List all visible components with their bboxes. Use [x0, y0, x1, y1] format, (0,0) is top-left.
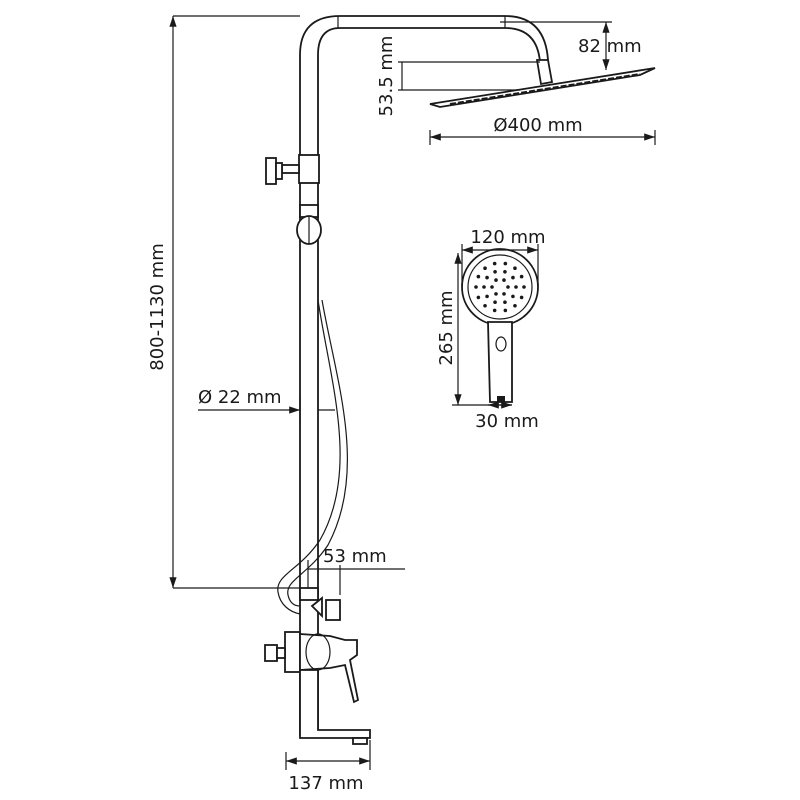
- nozzle-dot: [503, 300, 507, 305]
- nozzle-dot: [492, 261, 497, 266]
- nozzle-dot: [519, 295, 524, 300]
- nozzle-dot: [476, 274, 481, 279]
- nozzle-dot: [483, 303, 487, 308]
- dimension-lines: [169, 15, 656, 770]
- nozzle-dot: [485, 294, 489, 299]
- rain-shower-head: [429, 59, 656, 108]
- nozzle-dot: [506, 285, 510, 289]
- nozzle-dot: [511, 275, 515, 280]
- nozzle-dot: [514, 285, 518, 289]
- nozzle-dot: [513, 303, 517, 308]
- nozzle-dot: [503, 261, 508, 266]
- mixer-lever: [299, 633, 360, 704]
- nozzle-dot: [519, 274, 524, 279]
- total-height-label: 800-1130 mm: [147, 243, 168, 370]
- hand-shower: [461, 248, 539, 403]
- arm-drop-label: 82 mm: [578, 36, 642, 57]
- pipe-diameter-label: Ø 22 mm: [198, 387, 282, 408]
- nozzle-dot: [493, 300, 497, 305]
- hand-shower-handle-label: 30 mm: [475, 411, 539, 432]
- nozzle-dot: [502, 278, 506, 282]
- nozzle-dot: [485, 275, 489, 280]
- nozzle-dot: [522, 285, 526, 289]
- diverter-knob: [265, 157, 277, 185]
- nozzle-dot: [511, 294, 515, 299]
- hand-shower-width-label: 120 mm: [470, 227, 545, 248]
- inlet-connector: [264, 644, 278, 662]
- nozzle-dot: [513, 266, 517, 271]
- hand-shower-length-label: 265 mm: [436, 290, 457, 365]
- nozzle-dot: [502, 292, 506, 296]
- head-diameter-label: Ø400 mm: [493, 115, 582, 136]
- nozzle-dot: [494, 278, 498, 282]
- head-thickness-label: 53.5 mm: [376, 36, 397, 117]
- nozzle-dot: [482, 285, 486, 289]
- nozzle-dot: [493, 269, 497, 274]
- mixer-depth-label: 137 mm: [288, 773, 363, 794]
- tub-spout: [299, 669, 371, 739]
- mixer-valve: [264, 587, 371, 745]
- nozzle-dot: [474, 285, 478, 289]
- nozzle-dot: [494, 292, 498, 296]
- nozzle-dot: [503, 308, 508, 313]
- nozzle-dot: [483, 266, 487, 271]
- nozzle-dot: [492, 308, 497, 313]
- outlet-offset-label: 53 mm: [323, 546, 387, 567]
- shower-hose: [277, 299, 349, 615]
- nozzle-dot: [503, 269, 507, 274]
- nozzle-dot: [490, 285, 494, 289]
- outlet-connector: [325, 599, 341, 621]
- nozzle-dot: [476, 295, 481, 300]
